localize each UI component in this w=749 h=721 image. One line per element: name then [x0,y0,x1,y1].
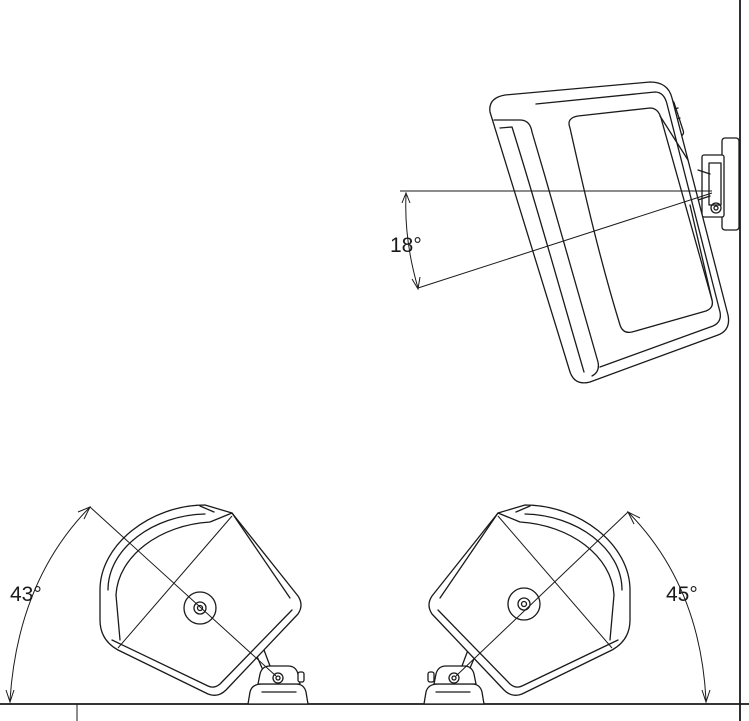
right-stand [423,649,485,705]
wall-tilt-label: 18° [390,234,422,257]
left-stand [247,649,309,705]
right-aim-axis [455,511,629,677]
left-angle-arc [9,506,91,701]
tilt-axis-line [417,192,713,289]
right-speaker-driver [507,587,541,621]
right-angle-label: 45° [666,583,698,606]
wall-mounted-speaker [489,81,740,384]
wall-tilt-dimension: 18° [390,190,713,291]
wall-speaker-grille [568,107,714,333]
right-floor-speaker [423,504,631,705]
wall-speaker-side-panel [493,119,600,377]
tilt-arc [405,194,419,289]
right-angle-arc [627,511,707,701]
wall-speaker-cabinet [489,81,730,384]
right-angle-dimension: 45° [626,510,711,704]
left-aim-axis [89,506,277,677]
left-floor-speaker [89,504,309,705]
left-angle-label: 43° [10,583,42,606]
wall-bracket [697,137,740,231]
left-angle-dimension: 43° [5,506,92,704]
